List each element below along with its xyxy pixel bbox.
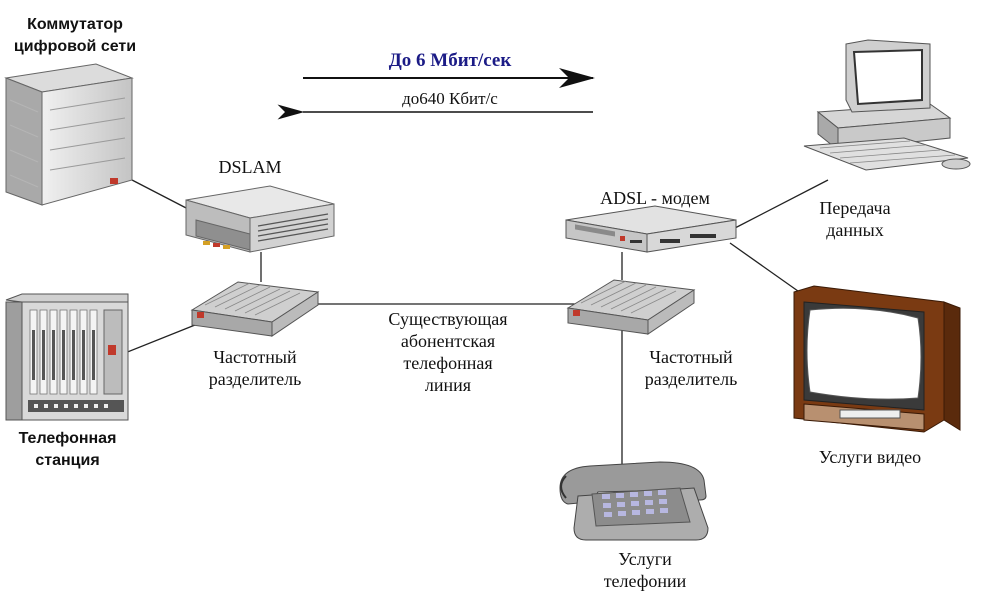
data-transfer-label: Передача данных — [800, 197, 910, 241]
subscriber-line-label-line2: абонентская — [400, 331, 496, 351]
link-modem-computer — [734, 179, 829, 229]
video-services-label: Услуги видео — [818, 447, 922, 467]
exchange-label-line2: станция — [35, 452, 100, 469]
splitter-left-label: Частотный разделитель — [190, 346, 320, 390]
splitter-right-icon — [566, 279, 696, 335]
subscriber-line-label-line1: Существующая — [388, 309, 508, 329]
exchange-label: Телефонная станция — [0, 428, 135, 472]
downstream-speed-label: До 6 Мбит/сек — [388, 50, 512, 71]
dslam-label: DSLAM — [218, 157, 282, 177]
exchange-label-line1: Телефонная — [18, 430, 117, 447]
adsl-modem-icon — [565, 205, 737, 253]
splitter-right-label-line1: Частотный — [649, 347, 733, 367]
splitter-right-label-line2: разделитель — [644, 369, 738, 389]
data-transfer-label-line1: Передача — [819, 198, 891, 218]
switch-label-line2: цифровой сети — [13, 38, 137, 55]
subscriber-line-label-line3: телефонная — [403, 353, 493, 373]
telephony-services-label-line2: телефонии — [603, 571, 687, 591]
tv-icon — [793, 285, 961, 433]
splitter-left-icon — [190, 281, 320, 337]
link-switch-dslam — [131, 179, 191, 211]
splitter-left-label-line2: разделитель — [208, 369, 302, 389]
network-switch-icon — [4, 63, 134, 206]
switch-label-line1: Коммутатор — [27, 16, 123, 33]
subscriber-line-label: Существующая абонентская телефонная лини… — [368, 308, 528, 396]
data-transfer-label-line2: данных — [826, 220, 884, 240]
switch-label: Коммутатор цифровой сети — [0, 14, 150, 58]
link-modem-tv — [729, 242, 806, 297]
dslam-icon — [185, 185, 335, 253]
computer-icon — [803, 39, 971, 171]
link-exchange-splitter — [124, 324, 196, 354]
splitter-right-label: Частотный разделитель — [626, 346, 756, 390]
telephony-services-label-line1: Услуги — [618, 549, 672, 569]
modem-label: ADSL - модем — [600, 188, 710, 208]
telephony-services-label: Услуги телефонии — [580, 548, 710, 592]
telephone-exchange-icon — [5, 293, 129, 421]
splitter-left-label-line1: Частотный — [213, 347, 297, 367]
upstream-speed-label: до640 Кбит/с — [402, 89, 498, 108]
connection-lines — [124, 179, 829, 468]
telephone-icon — [559, 461, 709, 541]
subscriber-line-label-line4: линия — [424, 375, 472, 395]
